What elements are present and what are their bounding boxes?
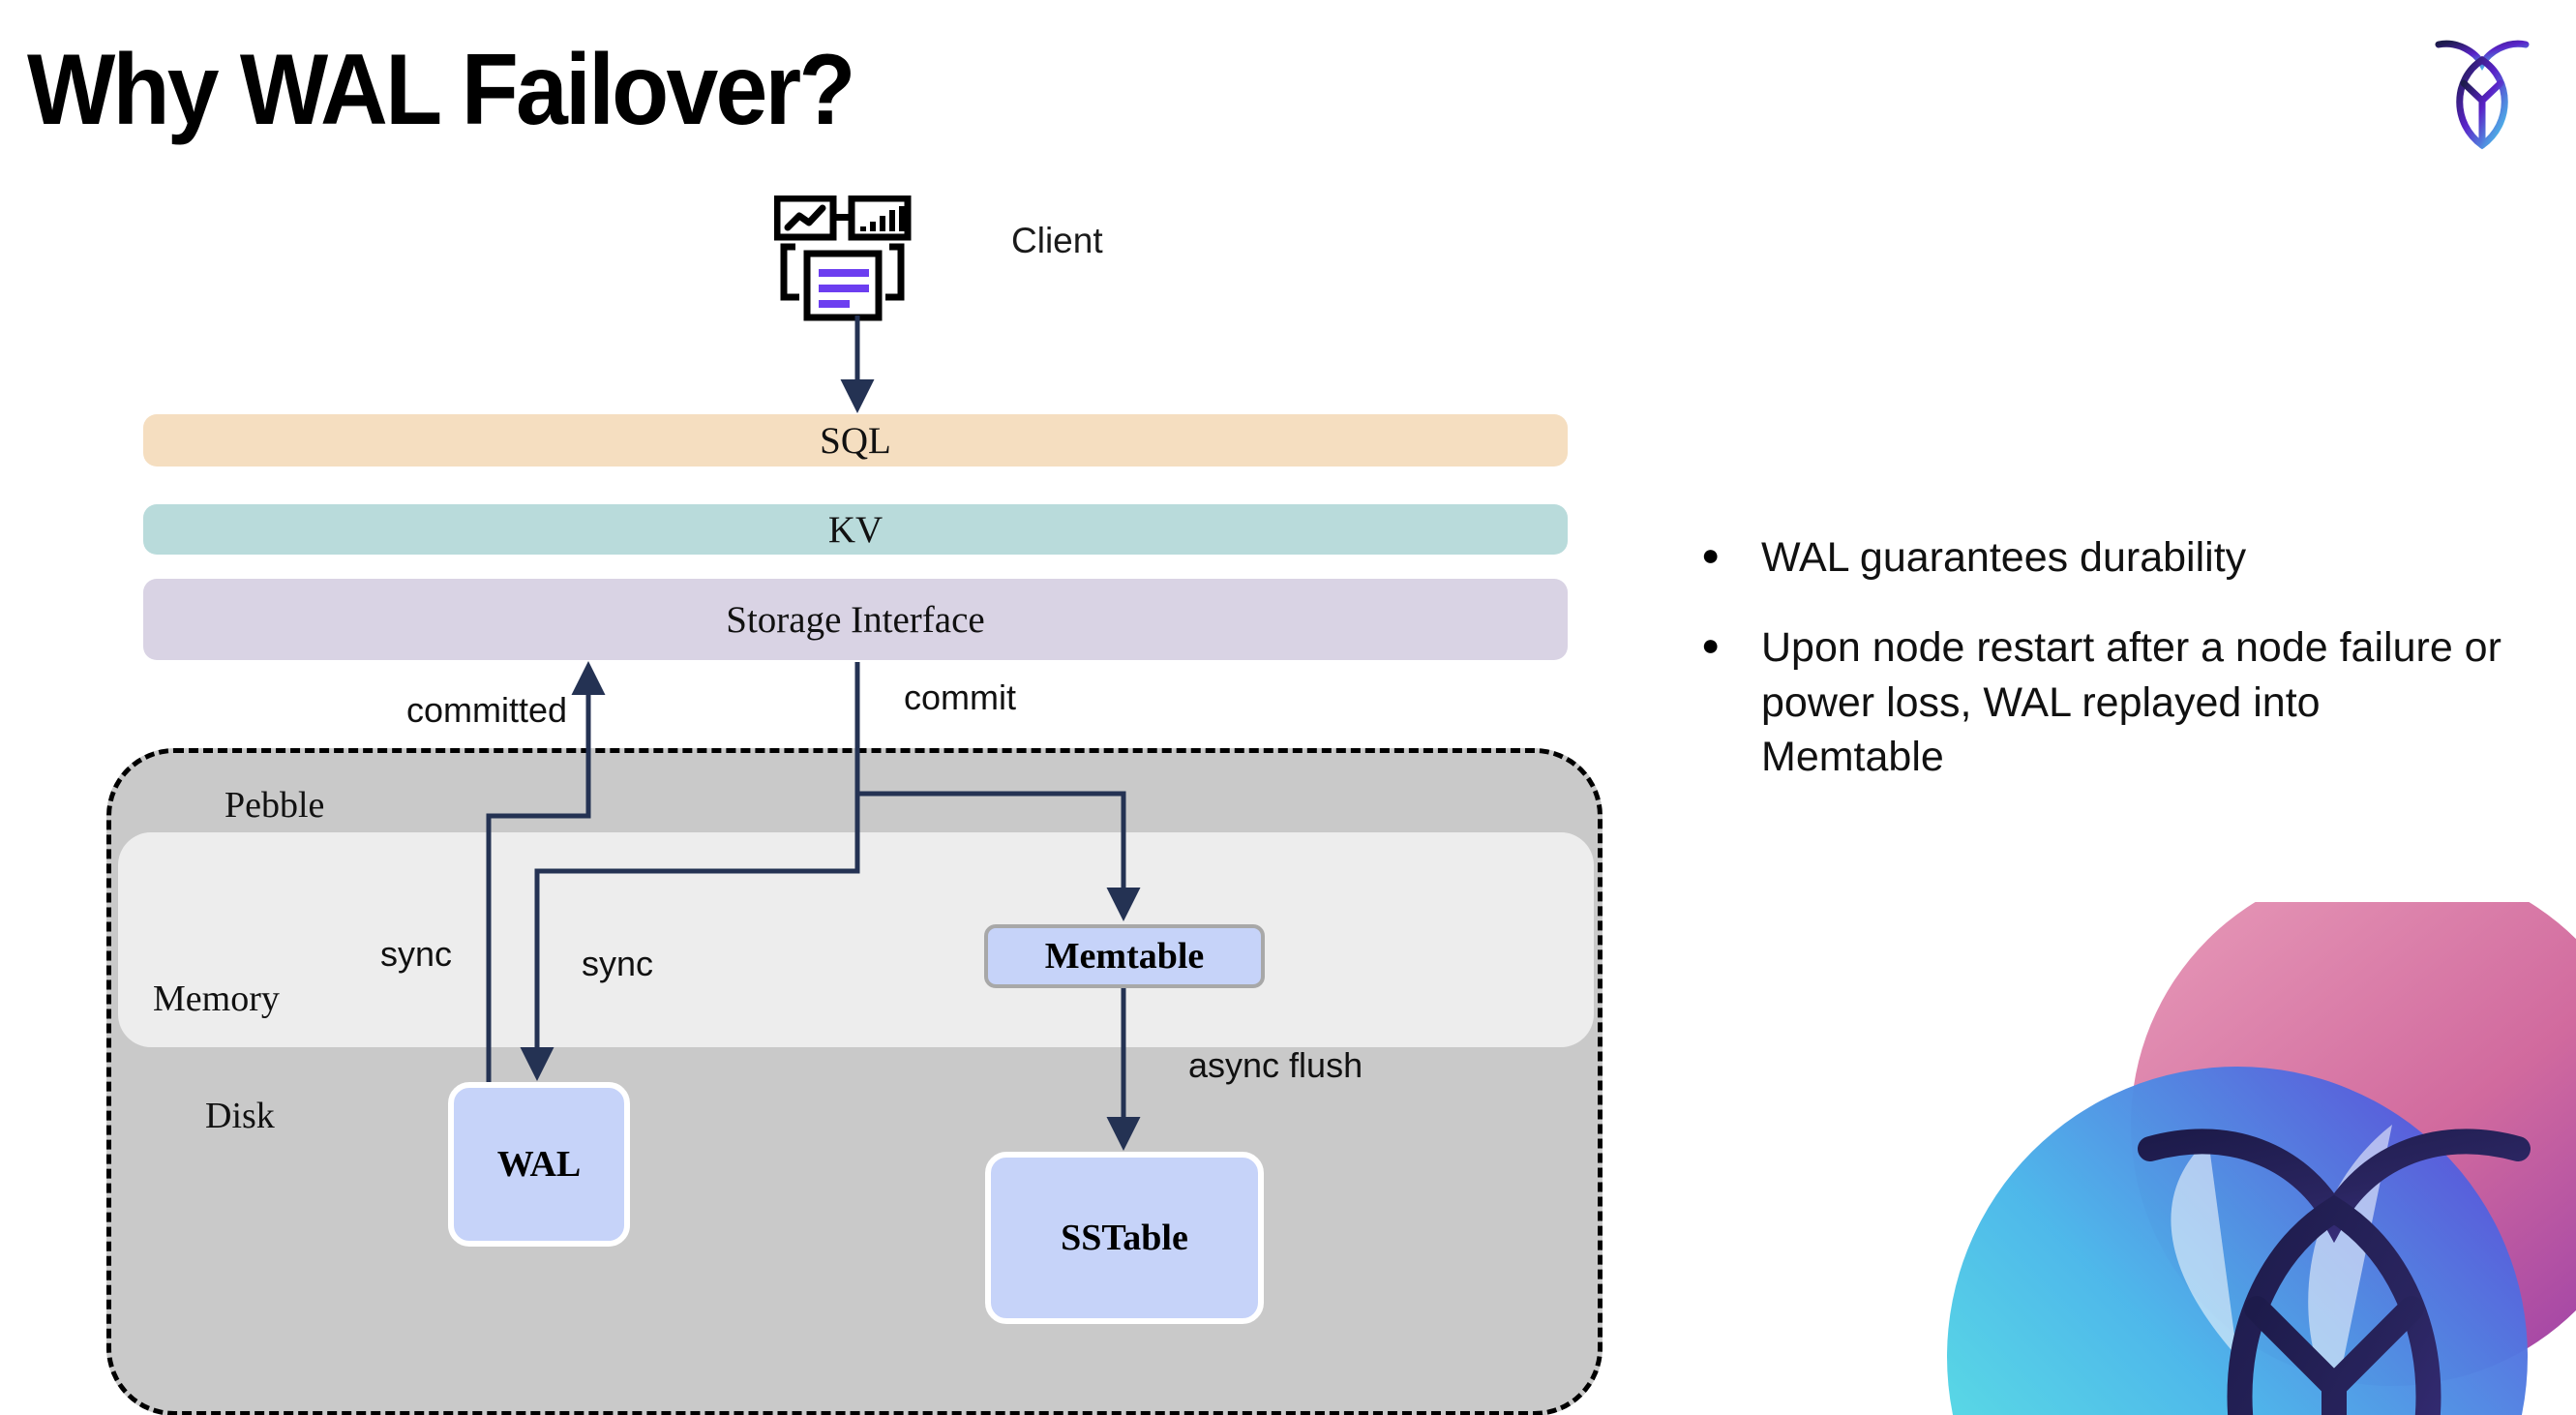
node-memtable: Memtable [984,924,1265,988]
edge-label-committed: committed [406,690,568,730]
layer-bar-storage-interface: Storage Interface [143,579,1568,660]
client-dashboard-icon [774,196,912,321]
bullet-list: ● WAL guarantees durability ● Upon node … [1701,530,2504,820]
memory-region [118,832,1594,1047]
cockroachdb-logo-icon [2435,40,2530,150]
layer-label-kv: KV [827,508,884,551]
page-title: Why WAL Failover? [27,34,855,146]
memory-label: Memory [153,978,280,1019]
node-wal: WAL [448,1082,630,1247]
list-item: ● WAL guarantees durability [1701,530,2504,586]
node-label-wal: WAL [496,1144,582,1185]
edge-label-sync-2: sync [582,944,654,983]
node-sstable: SSTable [985,1152,1264,1324]
bullet-text: WAL guarantees durability [1761,534,2247,581]
list-item: ● Upon node restart after a node failure… [1701,620,2504,785]
node-label-memtable: Memtable [1044,936,1205,977]
disk-label: Disk [205,1096,275,1136]
layer-bar-kv: KV [143,504,1568,555]
edge-label-commit: commit [904,677,1016,717]
bullet-marker-icon: ● [1701,537,1721,572]
layer-label-sql: SQL [820,419,891,462]
edge-label-sync-1: sync [380,934,453,974]
client-label: Client [1011,221,1103,260]
gradient-circles-decor [1947,902,2576,1415]
bullet-marker-icon: ● [1701,626,1721,662]
edge-label-async-flush: async flush [1188,1045,1363,1085]
node-label-sstable: SSTable [1061,1218,1188,1258]
layer-bar-sql: SQL [143,414,1568,467]
layer-label-storage-interface: Storage Interface [726,598,985,641]
pebble-label: Pebble [225,785,325,826]
bullet-text: Upon node restart after a node failure o… [1761,623,2501,781]
